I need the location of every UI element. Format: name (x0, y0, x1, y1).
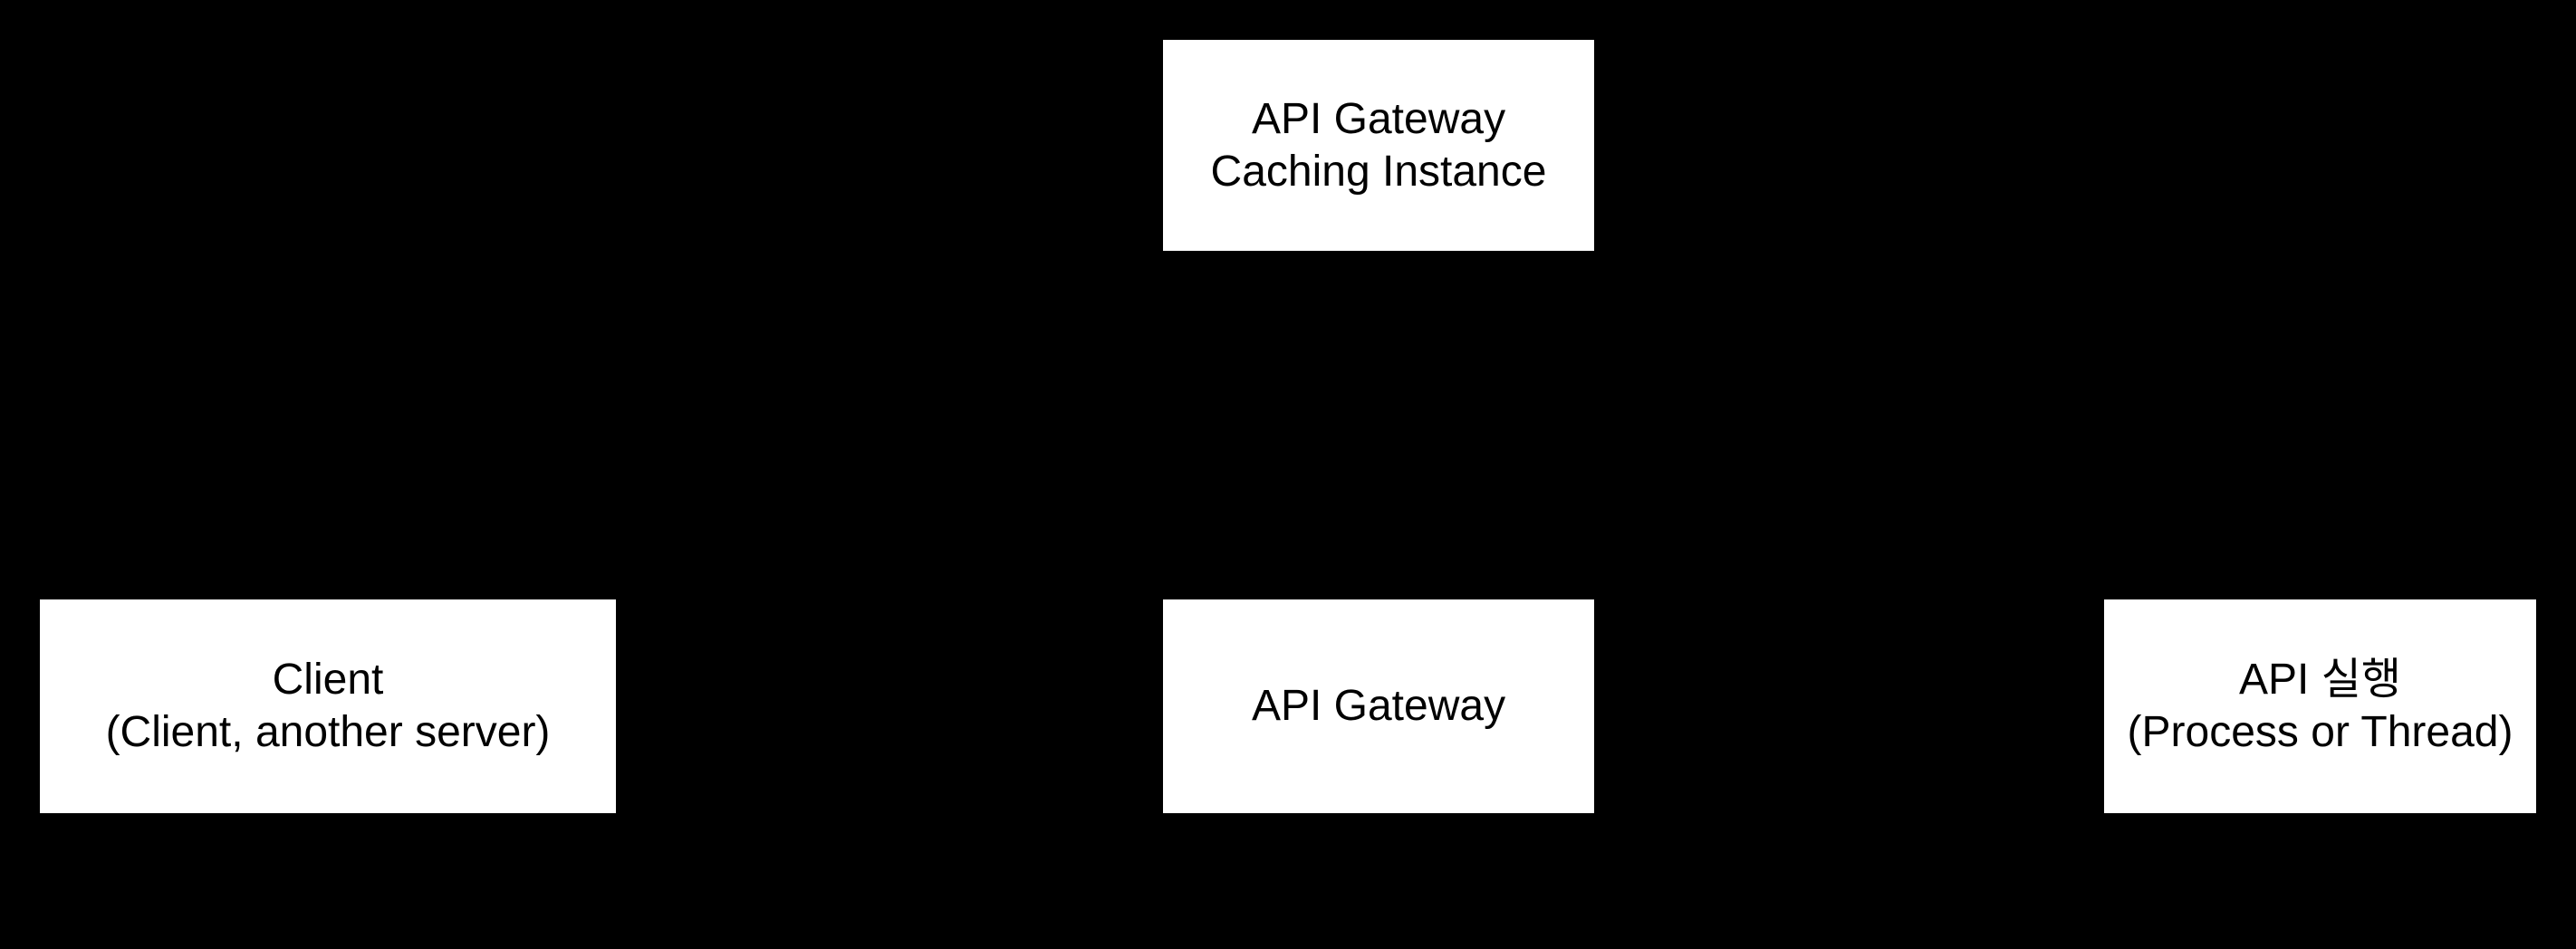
node-label-line: API 실행 (2238, 656, 2402, 704)
node-label-line: API Gateway (1251, 94, 1506, 143)
node-label-line: (Process or Thread) (2127, 708, 2514, 756)
node-label-line: Caching Instance (1210, 147, 1547, 196)
node-api-execution: API 실행 (Process or Thread) (2104, 599, 2536, 813)
node-client: Client (Client, another server) (40, 599, 616, 813)
node-label-line: (Client, another server) (105, 708, 551, 756)
node-label-line: Client (272, 656, 384, 704)
node-api-gateway-caching-instance: API Gateway Caching Instance (1163, 40, 1594, 251)
node-label-line: API Gateway (1251, 682, 1506, 730)
node-api-gateway: API Gateway (1163, 599, 1594, 813)
